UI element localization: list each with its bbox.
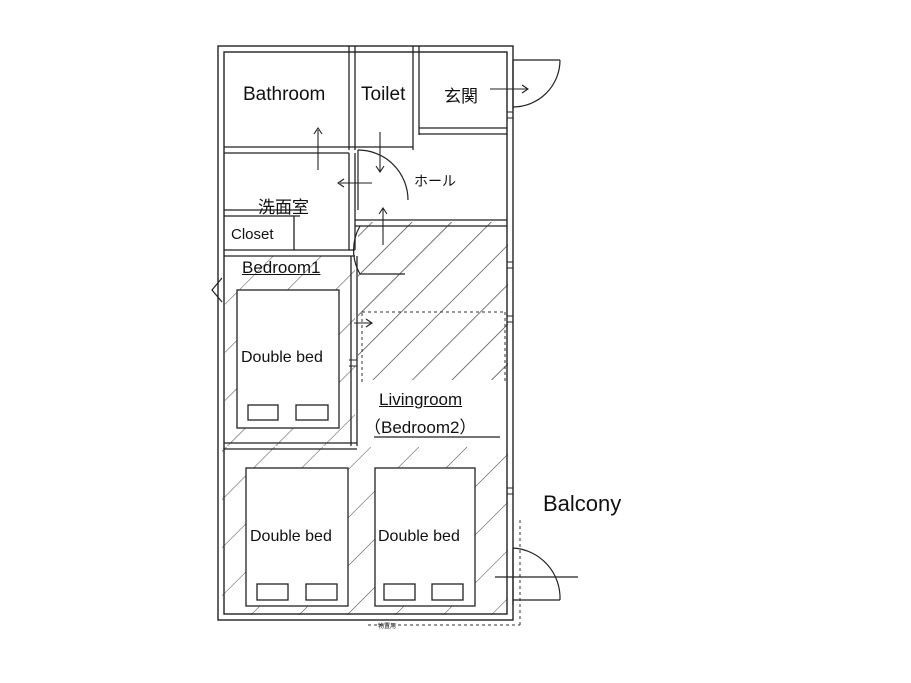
toilet-label: Toilet	[361, 84, 406, 105]
senmenjo-label: 洗面室	[258, 198, 309, 218]
wall-ticks	[349, 111, 513, 495]
bed-1-pillow-right	[295, 404, 329, 421]
bed-2-label: Double bed	[250, 528, 332, 545]
sliding-arrows	[313, 84, 529, 328]
bed-1-pillow-left	[247, 404, 279, 421]
balcony-label: Balcony	[543, 491, 622, 516]
bed-3-label: Double bed	[378, 528, 460, 545]
doors	[211, 59, 578, 605]
bed-2-frame	[245, 467, 349, 607]
bed-furniture	[236, 289, 476, 607]
hatch-living-upper	[358, 222, 508, 380]
bed-1-label: Double bed	[241, 349, 323, 366]
bed-2-pillow-right	[305, 583, 338, 601]
genkan-label: 玄関	[444, 87, 478, 107]
bedroom2-label: （Bedroom2）	[364, 418, 477, 437]
bed-2-pillow-left	[256, 583, 289, 601]
hall-label: ホール	[414, 174, 456, 190]
bathroom-label: Bathroom	[243, 84, 326, 105]
bed-3-pillow-right	[431, 583, 464, 601]
bed-3-pillow-left	[383, 583, 416, 601]
bed-3-frame	[374, 467, 476, 607]
livingroom-label: Livingroom	[379, 390, 463, 409]
interior-walls	[224, 46, 507, 450]
tiny-note-label: 物置用	[378, 623, 397, 630]
dashed-lines	[361, 311, 521, 626]
outer-walls	[217, 45, 514, 621]
closet-label: Closet	[231, 226, 274, 243]
bedroom1-label: Bedroom1	[242, 258, 321, 277]
living-clear-area	[360, 382, 506, 444]
